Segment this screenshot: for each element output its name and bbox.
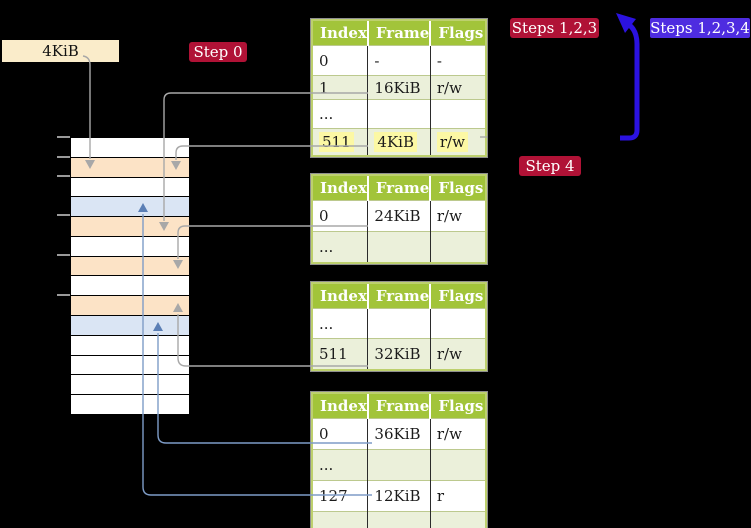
table-header-row: Index Frame Flags	[313, 394, 486, 419]
memory-row	[71, 176, 189, 197]
memory-row	[71, 354, 189, 375]
memory-tick	[57, 175, 70, 177]
cell-value: 16KiB	[374, 78, 421, 97]
table-row: 0 36KiB r/w	[313, 418, 486, 450]
steps-123-badge: Steps 1,2,3	[510, 18, 599, 38]
cell-value: 0	[319, 207, 329, 225]
memory-tick	[57, 136, 70, 138]
table-row: 0 24KiB r/w	[313, 200, 486, 232]
memory-row	[71, 374, 189, 395]
table-row: ...	[313, 308, 486, 339]
cell-value: -	[374, 51, 380, 70]
table-row: ...	[313, 99, 486, 129]
memory-row	[71, 235, 189, 256]
memory-tick	[57, 254, 70, 256]
column-header-index: Index	[313, 176, 368, 201]
column-header-index: Index	[313, 284, 368, 309]
cell-value: 36KiB	[374, 425, 421, 443]
cell-value: r/w	[436, 345, 462, 363]
table-row: 1 16KiB r/w	[313, 75, 486, 100]
cell-value: 32KiB	[374, 345, 421, 363]
table-header-row: Index Frame Flags	[313, 284, 486, 309]
cell-value: 511	[319, 345, 348, 363]
memory-row	[71, 156, 189, 177]
cell-value: 12KiB	[374, 487, 421, 505]
table-row: 127 12KiB r	[313, 480, 486, 512]
memory-tick	[57, 156, 70, 158]
column-header-index: Index	[313, 394, 368, 419]
memory-row	[71, 315, 189, 335]
physical-memory-strip	[70, 137, 190, 415]
column-header-index: Index	[313, 21, 368, 46]
table-row: 511 32KiB r/w	[313, 338, 486, 369]
column-header-flags: Flags	[429, 394, 486, 419]
column-header-frame: Frame	[366, 21, 431, 46]
column-header-frame: Frame	[366, 284, 431, 309]
cell-value: r/w	[436, 425, 462, 443]
cell-value: 0	[319, 425, 329, 443]
memory-row	[71, 334, 189, 355]
steps-1234-badge: Steps 1,2,3,4	[650, 18, 750, 38]
cell-value: 1	[319, 78, 329, 97]
table-row: 0 - -	[313, 45, 486, 76]
memory-row	[71, 275, 189, 296]
table-row-highlighted: 511 4KiB r/w	[313, 128, 486, 155]
memory-row	[71, 295, 189, 316]
memory-row	[71, 138, 189, 157]
table-row: ...	[313, 511, 486, 528]
memory-tick	[57, 214, 70, 216]
cell-value: 127	[319, 487, 348, 505]
cell-value: r/w	[436, 78, 462, 97]
cell-value: ...	[319, 456, 334, 474]
table-row: ...	[313, 231, 486, 262]
frame-size-label: 4KiB	[2, 40, 119, 62]
page-table-level4: Index Frame Flags 0 - - 1 16KiB r/w ... …	[311, 19, 488, 157]
memory-row	[71, 216, 189, 236]
memory-row	[71, 196, 189, 217]
step4-badge: Step 4	[519, 156, 581, 176]
column-header-frame: Frame	[366, 176, 431, 201]
column-header-flags: Flags	[429, 284, 486, 309]
page-table-level3: Index Frame Flags 0 24KiB r/w ...	[311, 174, 488, 264]
table-row: ...	[313, 449, 486, 481]
cell-value: 4KiB	[374, 132, 417, 152]
column-header-flags: Flags	[429, 176, 486, 201]
cell-value: ...	[319, 518, 334, 528]
cell-value: 511	[319, 132, 354, 152]
step0-badge: Step 0	[189, 42, 247, 62]
cell-value: r/w	[436, 207, 462, 225]
recursive-loop-arrow	[620, 21, 640, 141]
cell-value: ...	[319, 314, 334, 333]
cell-value: 24KiB	[374, 207, 421, 225]
table-header-row: Index Frame Flags	[313, 21, 486, 46]
cell-value: -	[436, 51, 442, 70]
arrowhead-up-left	[616, 13, 636, 33]
table-header-row: Index Frame Flags	[313, 176, 486, 201]
cell-value: 0	[319, 51, 329, 70]
cell-value: r/w	[436, 132, 468, 152]
column-header-frame: Frame	[366, 394, 431, 419]
memory-row	[71, 394, 189, 414]
cell-value: ...	[319, 238, 334, 256]
memory-row	[71, 255, 189, 276]
column-header-flags: Flags	[429, 21, 486, 46]
page-table-level2: Index Frame Flags ... 511 32KiB r/w	[311, 282, 488, 371]
memory-tick	[57, 294, 70, 296]
page-table-level1: Index Frame Flags 0 36KiB r/w ... 127 12…	[311, 392, 488, 528]
cell-value: ...	[319, 105, 334, 123]
cell-value: r	[436, 487, 445, 505]
